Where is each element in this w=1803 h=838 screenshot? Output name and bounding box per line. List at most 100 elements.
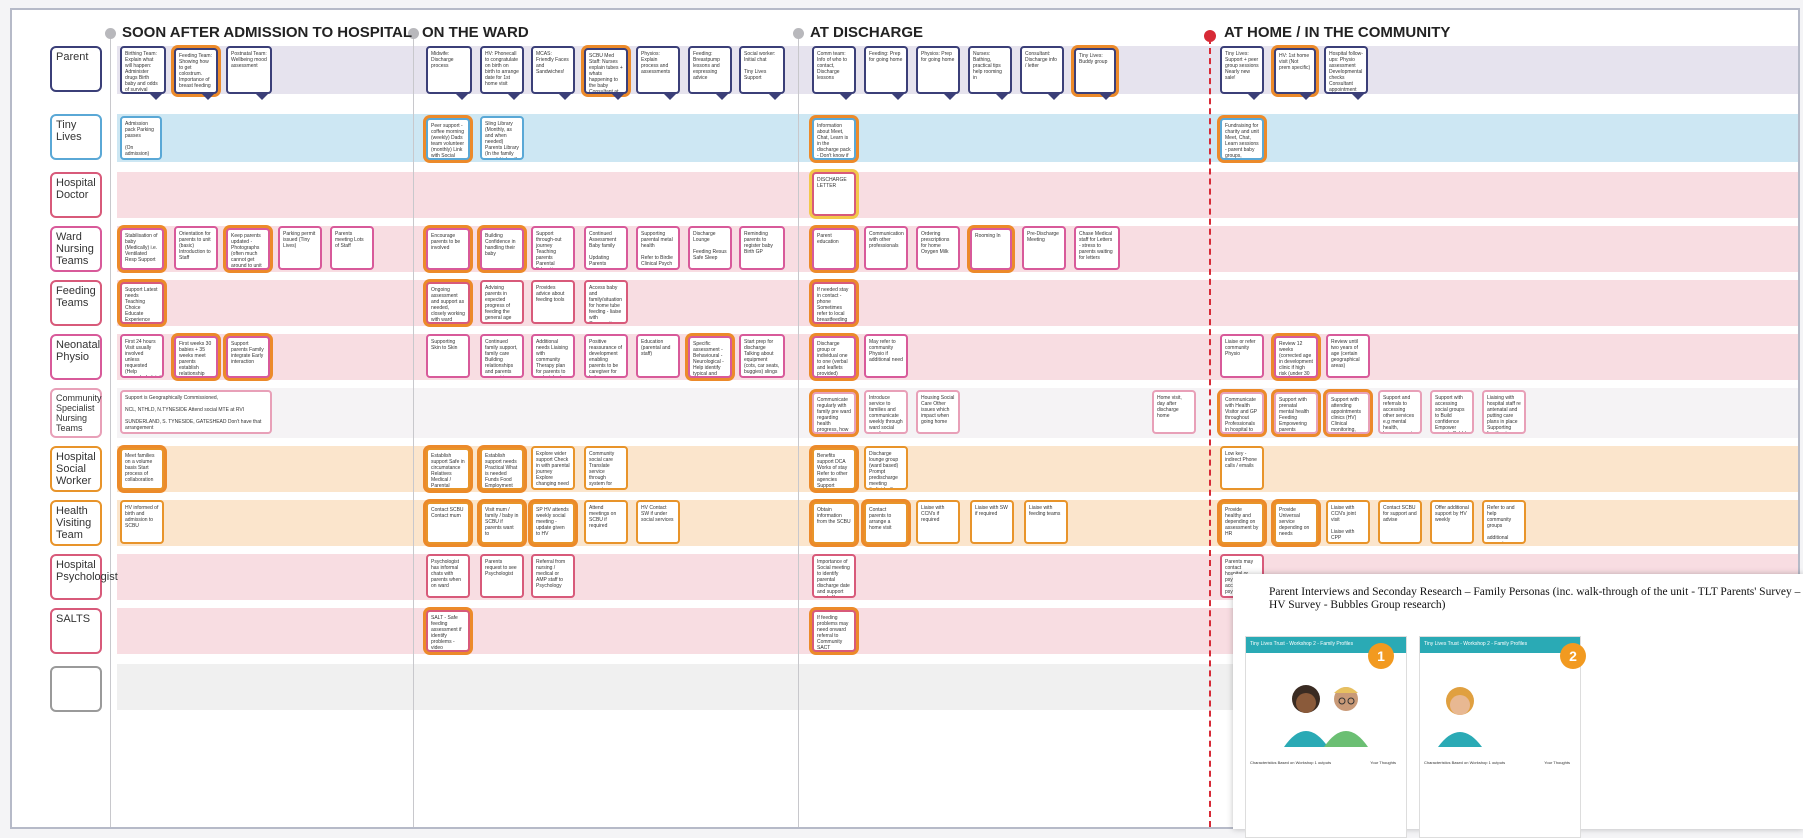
card-g4: Importance of Social meeting to identify… [812, 554, 856, 598]
phase-line-2 [413, 32, 414, 827]
lane-salts: SALTS [50, 608, 102, 654]
card-s4: Explore wider support Check in with pare… [531, 446, 575, 490]
speech-tail [1100, 94, 1112, 100]
profile-foot-left-2: Characteristics Based on Workshop 1 outp… [1424, 760, 1506, 765]
card-t3: Sling Library (Monthly, as and when need… [480, 116, 524, 160]
lane-feeding: Feeding Teams [50, 280, 102, 326]
card-n13: Parent education [812, 228, 856, 270]
parent-illustration-icon [1438, 687, 1482, 747]
card-p6: MCAS: Friendly Faces and Sandwiches! [531, 46, 575, 94]
card-c8: Support with attending appointments clin… [1326, 392, 1370, 434]
card-f4: Provides advice about feeding tools [531, 280, 575, 324]
card-f6: If needed stay in contact - phone Someti… [812, 282, 856, 324]
phase-dot-2 [408, 28, 419, 39]
speech-tail [1352, 94, 1364, 100]
family-profile-card-2: Tiny Lives Trust - Workshop 2 - Family P… [1419, 636, 1586, 838]
profile-foot-right-1: Your Thoughts [1370, 760, 1396, 765]
card-n4: Parking permit issued (Tiny Lives) [278, 226, 322, 270]
card-a2: If feeding problems may need onward refe… [812, 610, 856, 652]
card-h11: Liaise with feeding teams [1024, 500, 1068, 544]
home-divider-line [1209, 38, 1211, 827]
card-n6: Encourage parents to be involved [426, 228, 470, 270]
speech-tail [1048, 94, 1060, 100]
parents-illustration-icon [1284, 685, 1368, 747]
lane-ward-nursing: Ward Nursing Teams [50, 226, 102, 272]
card-p7: SCBU Med Staff: Nurses explain tubes + w… [584, 48, 628, 94]
band-social [117, 446, 1798, 492]
card-n9: Continued Assessment Baby family Updatin… [584, 226, 628, 270]
card-p13: Physios: Prep for going home [916, 46, 960, 94]
family-profile-card-1: Tiny Lives Trust - Workshop 2 - Family P… [1245, 636, 1407, 838]
card-n12: Reminding parents to register baby Birth… [739, 226, 785, 270]
card-y9: Specific assessment - Behavioural - Neur… [688, 336, 732, 378]
card-p18: HV: 1st home visit (Not prem specific) [1274, 48, 1316, 94]
card-t2: Peer support - coffee morning (weekly) D… [426, 118, 470, 160]
card-s2: Establish support Safe in circumstance R… [426, 448, 470, 490]
phase-line-1 [110, 32, 111, 827]
card-n15: Ordering prescriptions for home Oxygen M… [916, 226, 960, 270]
card-s5: Community social care Translate service … [584, 446, 628, 490]
journey-map-board: SOON AFTER ADMISSION TO HOSPITAL ON THE … [10, 8, 1800, 829]
card-p15: Consultant: Discharge info / letter [1020, 46, 1064, 94]
card-p4: Midwife: Discharge process [426, 46, 472, 94]
card-p11: Comm team: Info of who to contact, Disch… [812, 46, 856, 94]
card-f3: Advising parents in expected progress of… [480, 280, 524, 324]
card-c7: Support with prenatal mental health Feed… [1274, 392, 1318, 434]
phase-dot-1 [105, 28, 116, 39]
card-n7: Building Confidence in handling their ba… [480, 228, 524, 270]
card-s1: Meet families on a volume basis Start pr… [120, 448, 164, 490]
card-n5: Parents meeting Lots of Staff [330, 226, 374, 270]
band-doctor [117, 172, 1798, 218]
lane-tiny-lives: Tiny Lives [50, 114, 102, 160]
card-y10: Start prep for discharge Talking about e… [739, 334, 785, 378]
card-y4: Supporting Skin to Skin [426, 334, 470, 378]
profile-number-2: 2 [1560, 643, 1586, 669]
profile-header-2: Tiny Lives Trust - Workshop 2 - Family P… [1420, 637, 1580, 653]
card-n17: Pre-Discharge Meeting [1022, 226, 1066, 270]
card-s6: Benefits support DCA Works of stay Refer… [812, 448, 856, 490]
card-n3: Keep parents updated - Photographs (ofte… [226, 228, 270, 270]
speech-tail [996, 94, 1008, 100]
card-p8: Physios: Explain process and assessments [636, 46, 680, 94]
profile-foot-left-1: Characteristics Based on Workshop 1 outp… [1250, 760, 1332, 765]
card-y1: First 24 hours Visit usually involved un… [120, 334, 164, 378]
speech-tail [559, 94, 571, 100]
card-y11: Discharge group or individual one to one… [812, 336, 856, 378]
phase-dot-3 [793, 28, 804, 39]
lane-csnt: Community Specialist Nursing Teams [50, 388, 102, 438]
card-y3: Support parents Family integrate Early i… [226, 336, 270, 378]
card-h12: Provide healthy and depending on assessm… [1220, 502, 1264, 544]
card-h3: Visit mum / family / baby in SCBU if par… [480, 502, 524, 544]
card-c6: Communicate with Health Visitor and GP t… [1220, 392, 1264, 434]
card-y14: Review 12 weeks (corrected age in develo… [1274, 336, 1318, 378]
speech-tail [664, 94, 676, 100]
card-c2: Communicate regularly with family pre wa… [812, 392, 856, 434]
speech-tail [508, 94, 520, 100]
lane-health-visiting: Health Visiting Team [50, 500, 102, 546]
card-n8: Support through-out journey Teaching par… [531, 226, 575, 270]
card-s8: Low key - indirect Phone calls / emails [1220, 446, 1264, 490]
card-h7: Obtain information from the SCBU [812, 502, 856, 544]
card-p19: Hospital follow-ups: Physio assessment D… [1324, 46, 1368, 94]
band-tiny-lives [117, 114, 1798, 162]
card-s3: Establish support needs Practical What i… [480, 448, 524, 490]
lane-physio: Neonatal Physio [50, 334, 102, 380]
card-c3: Introduce service to families and commun… [864, 390, 908, 434]
card-n11: Discharge Lounge Feeding Resus Safe Slee… [688, 226, 732, 270]
speech-tail [456, 94, 468, 100]
card-c9: Support and referrals to accessing other… [1378, 390, 1422, 434]
card-n16: Rooming In [970, 228, 1012, 270]
band-physio [117, 334, 1798, 380]
card-g3: Referral from nursing / medical or AMP s… [531, 554, 575, 598]
speech-tail [840, 94, 852, 100]
phase-line-3 [798, 32, 799, 827]
phase-title-discharge: AT DISCHARGE [810, 24, 924, 41]
card-c10: Support with accessing social groups to … [1430, 390, 1474, 434]
card-d1: DISCHARGE LETTER [812, 172, 856, 216]
research-slide-overlay: Parent Interviews and Seconday Research … [1233, 574, 1803, 838]
profile-foot-right-2: Your Thoughts [1544, 760, 1570, 765]
overlay-title: Parent Interviews and Seconday Research … [1269, 586, 1801, 611]
card-h13: Provide Universal service depending on n… [1274, 502, 1318, 544]
speech-tail [1248, 94, 1260, 100]
card-y2: First weeks 30 babies + 35 weeks meet pa… [174, 336, 218, 378]
